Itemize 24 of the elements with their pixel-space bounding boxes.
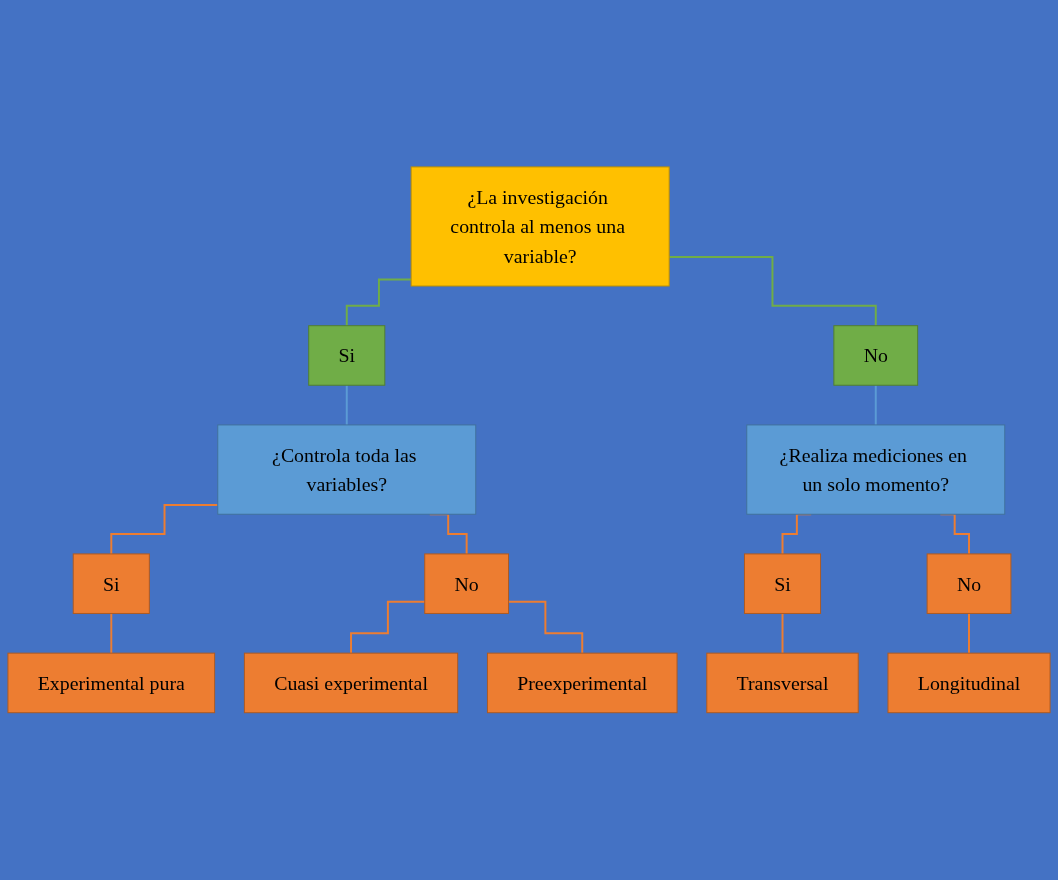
connector <box>345 384 348 427</box>
node-box: Cuasi experimental <box>243 652 459 714</box>
node-box: ¿La investigación controla al menos una variable? <box>410 166 670 287</box>
node-box: No <box>926 553 1012 615</box>
connector <box>781 612 784 655</box>
connector <box>968 612 970 655</box>
node-box: Longitudinal <box>887 652 1051 714</box>
node-box: No <box>424 553 510 615</box>
connector <box>110 612 113 655</box>
node-box: ¿Controla toda las variables? <box>217 424 477 515</box>
node-box: Transversal <box>706 652 859 714</box>
node-box: Experimental pura <box>7 652 216 714</box>
connector <box>350 600 426 655</box>
connector <box>668 256 877 327</box>
node-box: No <box>833 325 919 386</box>
connector <box>507 600 584 655</box>
connector <box>874 384 877 427</box>
node-box: Si <box>308 325 386 386</box>
connector <box>110 504 219 556</box>
node-box: ¿Realiza mediciones en un solo momento? <box>746 424 1006 515</box>
node-box: Si <box>743 553 822 615</box>
node-box: Si <box>72 553 150 615</box>
connector <box>345 278 413 327</box>
node-box: Preexperimental <box>486 652 678 714</box>
